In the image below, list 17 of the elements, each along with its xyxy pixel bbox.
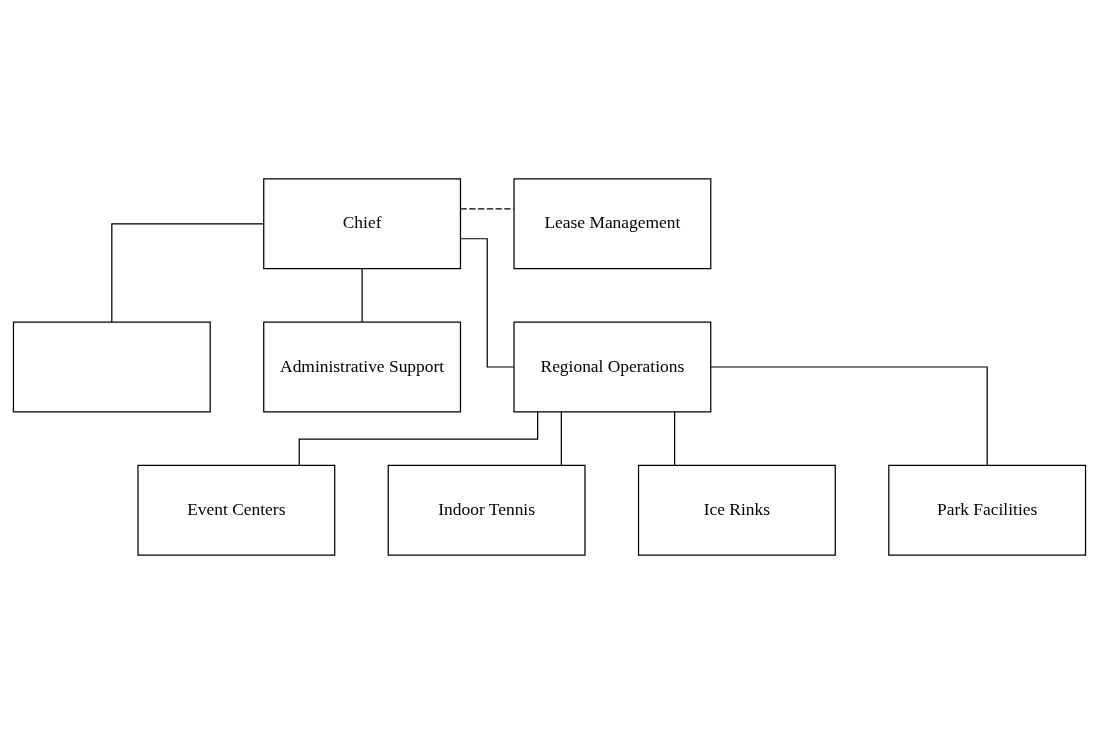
connector: [460, 207, 515, 209]
node-box: Lease Management: [513, 177, 712, 269]
node-box: Park Facilities: [888, 464, 1087, 556]
node-box: [12, 321, 211, 412]
node-box: Chief: [263, 177, 462, 269]
connector: [460, 237, 515, 368]
connector: [710, 365, 988, 466]
connector: [111, 222, 265, 323]
connector: [674, 410, 676, 466]
node-box: Regional Operations: [513, 321, 712, 412]
connector: [298, 410, 539, 466]
node-box: Ice Rinks: [637, 464, 836, 556]
node-box: Event Centers: [137, 464, 336, 556]
node-box: Administrative Support: [263, 321, 462, 412]
node-box: Indoor Tennis: [387, 464, 586, 556]
connector: [560, 410, 562, 466]
connector: [361, 267, 363, 322]
